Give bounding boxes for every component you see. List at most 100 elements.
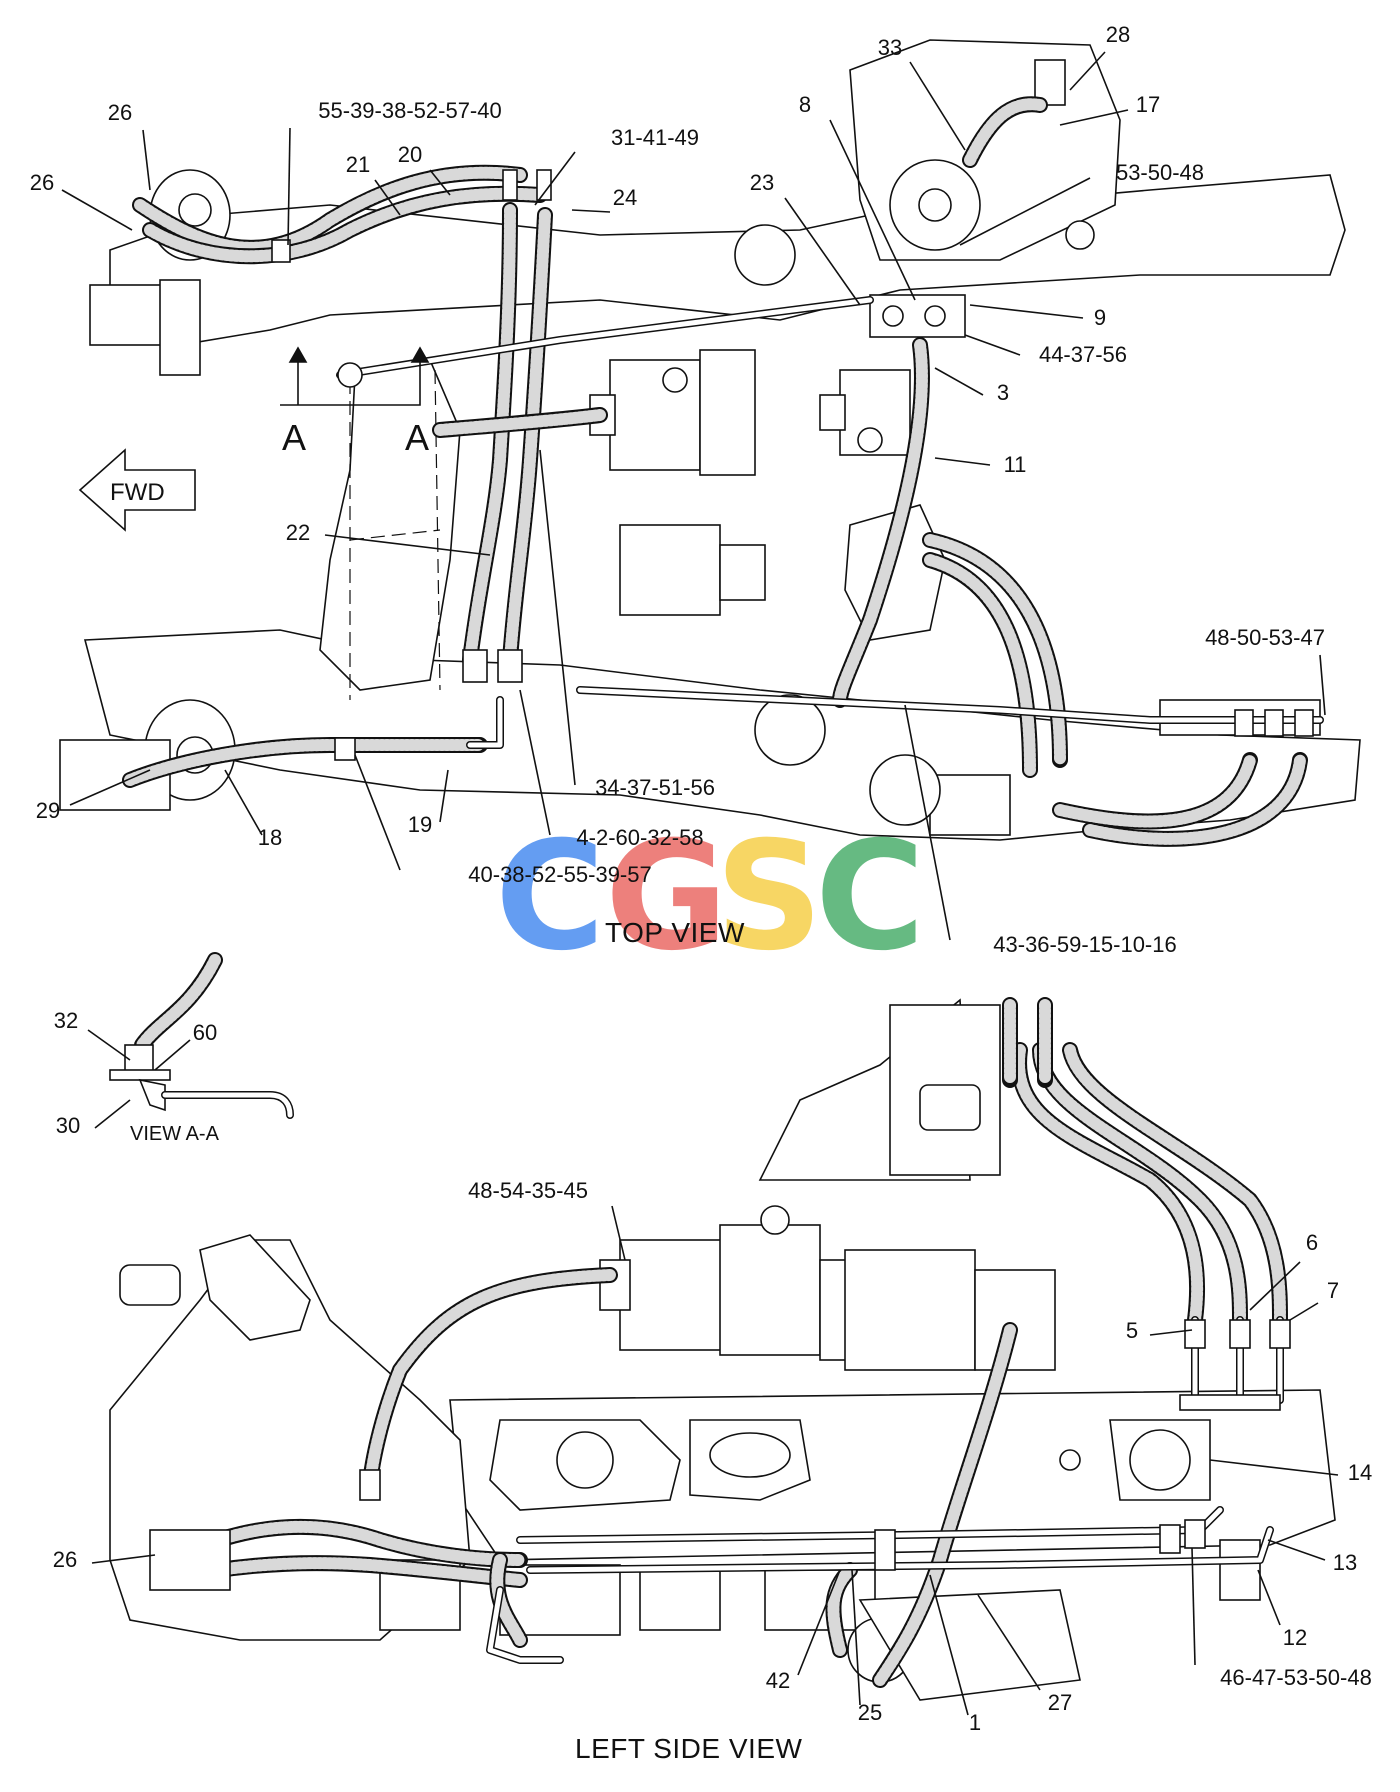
leader-line-top_view-0: [142, 129, 151, 191]
callout-top_view-19: 29: [36, 798, 60, 823]
leader-line-top_view-5: [534, 151, 576, 206]
leader-line-left_side_view-6: [1267, 1539, 1326, 1561]
leader-line-left_side_view-10: [851, 1569, 861, 1706]
leader-line-top_view-16: [934, 457, 991, 466]
callout-left_side_view-7: 12: [1283, 1625, 1307, 1650]
callout-left_side_view-2: 7: [1327, 1278, 1339, 1303]
leader-line-left_side_view-8: [1191, 1547, 1196, 1666]
center-motor: [619, 524, 766, 616]
callout-top_view-1: 26: [30, 170, 54, 195]
callout-top_view-18: 48-50-53-47: [1205, 625, 1325, 650]
leader-line-left_side_view-11: [929, 1574, 969, 1716]
callout-top_view-8: 23: [750, 170, 774, 195]
callout-left_side_view-4: 14: [1348, 1460, 1372, 1485]
callout-top_view-15: 3: [997, 380, 1009, 405]
leader-line-top_view-18: [1319, 654, 1326, 716]
callout-top_view-13: 9: [1094, 305, 1106, 330]
callout-top_view-25: 43-36-59-15-10-16: [993, 932, 1176, 957]
leader-line-top_view-9: [909, 61, 966, 151]
callout-top_view-7: 8: [799, 92, 811, 117]
leader-lines: [61, 51, 1339, 1716]
callout-view_aa-2: 30: [56, 1113, 80, 1138]
callout-top_view-16: 11: [1004, 452, 1027, 477]
section-mark-left: A: [282, 417, 306, 458]
side-pump-cluster: [599, 1205, 1056, 1371]
leader-line-left_side_view-5: [91, 1554, 156, 1564]
callout-left_side_view-1: 6: [1306, 1230, 1318, 1255]
leader-line-view_aa-1: [154, 1039, 191, 1071]
callout-left_side_view-3: 5: [1126, 1318, 1138, 1343]
leader-line-top_view-6: [571, 209, 611, 213]
callout-top_view-10: 28: [1106, 22, 1130, 47]
callout-left_side_view-11: 1: [969, 1710, 981, 1735]
callout-top_view-0: 26: [108, 100, 132, 125]
callout-top_view-12: 53-50-48: [1116, 160, 1204, 185]
callout-top_view-6: 24: [613, 185, 637, 210]
watermark-letter-s: S: [715, 810, 823, 984]
leader-line-top_view-22: [354, 754, 401, 871]
leader-line-top_view-13: [969, 304, 1084, 319]
cgsc-watermark: C G S C: [495, 810, 925, 984]
callout-top_view-3: 21: [346, 152, 370, 177]
lower-pivot: [754, 694, 826, 766]
leader-line-top_view-7: [829, 119, 916, 301]
fwd-label: FWD: [110, 479, 165, 506]
leader-line-view_aa-2: [94, 1099, 131, 1129]
callout-top_view-23: 34-37-51-56: [595, 775, 715, 800]
leader-line-left_side_view-4: [1209, 1459, 1339, 1476]
leader-line-top_view-1: [61, 189, 133, 231]
leader-line-left_side_view-0: [611, 1205, 626, 1261]
upper-pivot: [734, 224, 796, 286]
leader-line-top_view-20: [224, 769, 263, 836]
leader-line-left_side_view-12: [977, 1594, 1041, 1691]
side-view-tubes: [486, 1316, 1284, 1664]
top-view-hoses: [122, 96, 1308, 847]
callout-top_view-11: 17: [1136, 92, 1160, 117]
leader-line-top_view-23: [539, 449, 576, 786]
callout-top_view-9: 33: [878, 35, 902, 60]
leader-line-top_view-25: [904, 704, 951, 941]
side-view-hoses: [157, 997, 1288, 1688]
callout-left_side_view-8: 46-47-53-50-48: [1220, 1665, 1372, 1690]
fwd-arrow-icon: FWD: [78, 448, 196, 532]
center-pump-top: [589, 349, 756, 476]
leader-line-top_view-19: [69, 769, 151, 806]
leader-line-top_view-15: [934, 367, 984, 396]
callout-top_view-21: 19: [408, 812, 432, 837]
view-aa-title: VIEW A-A: [130, 1123, 220, 1145]
callout-view_aa-0: 32: [54, 1008, 78, 1033]
callout-left_side_view-10: 25: [858, 1700, 882, 1725]
callout-left_side_view-6: 13: [1333, 1550, 1357, 1575]
top-view: A A FWD: [59, 39, 1361, 847]
callout-top_view-14: 44-37-56: [1039, 342, 1127, 367]
leader-line-left_side_view-9: [797, 1569, 841, 1676]
leader-line-top_view-4: [429, 169, 451, 196]
callout-top_view-22: 40-38-52-55-39-57: [468, 862, 651, 887]
top-view-title: TOP VIEW: [605, 917, 745, 948]
callout-top_view-24: 4-2-60-32-58: [576, 825, 703, 850]
leader-line-left_side_view-3: [1149, 1329, 1193, 1336]
leader-line-top_view-21: [439, 769, 449, 823]
callout-top_view-4: 20: [398, 142, 422, 167]
center-pump-right: [819, 369, 911, 456]
leader-line-top_view-3: [374, 179, 401, 216]
watermark-letter-c2: C: [815, 810, 925, 984]
leader-line-top_view-2: [287, 127, 291, 246]
view-aa: VIEW A-A: [109, 952, 294, 1145]
upper-left-hub: [89, 169, 231, 376]
leader-line-top_view-12: [959, 177, 1091, 246]
leader-line-left_side_view-2: [1289, 1302, 1319, 1321]
leader-line-left_side_view-1: [1249, 1261, 1301, 1311]
side-front-bracket: [199, 1234, 311, 1341]
side-frame-panels: [489, 1419, 1211, 1511]
section-aa-markers: A A: [280, 346, 430, 458]
leader-line-top_view-11: [1059, 109, 1129, 126]
callout-top_view-17: 22: [286, 520, 310, 545]
leader-line-top_view-14: [964, 334, 1021, 356]
callout-left_side_view-0: 48-54-35-45: [468, 1178, 588, 1203]
leader-line-top_view-8: [784, 197, 861, 306]
left-side-view: [109, 997, 1336, 1701]
callout-top_view-5: 31-41-49: [611, 125, 699, 150]
